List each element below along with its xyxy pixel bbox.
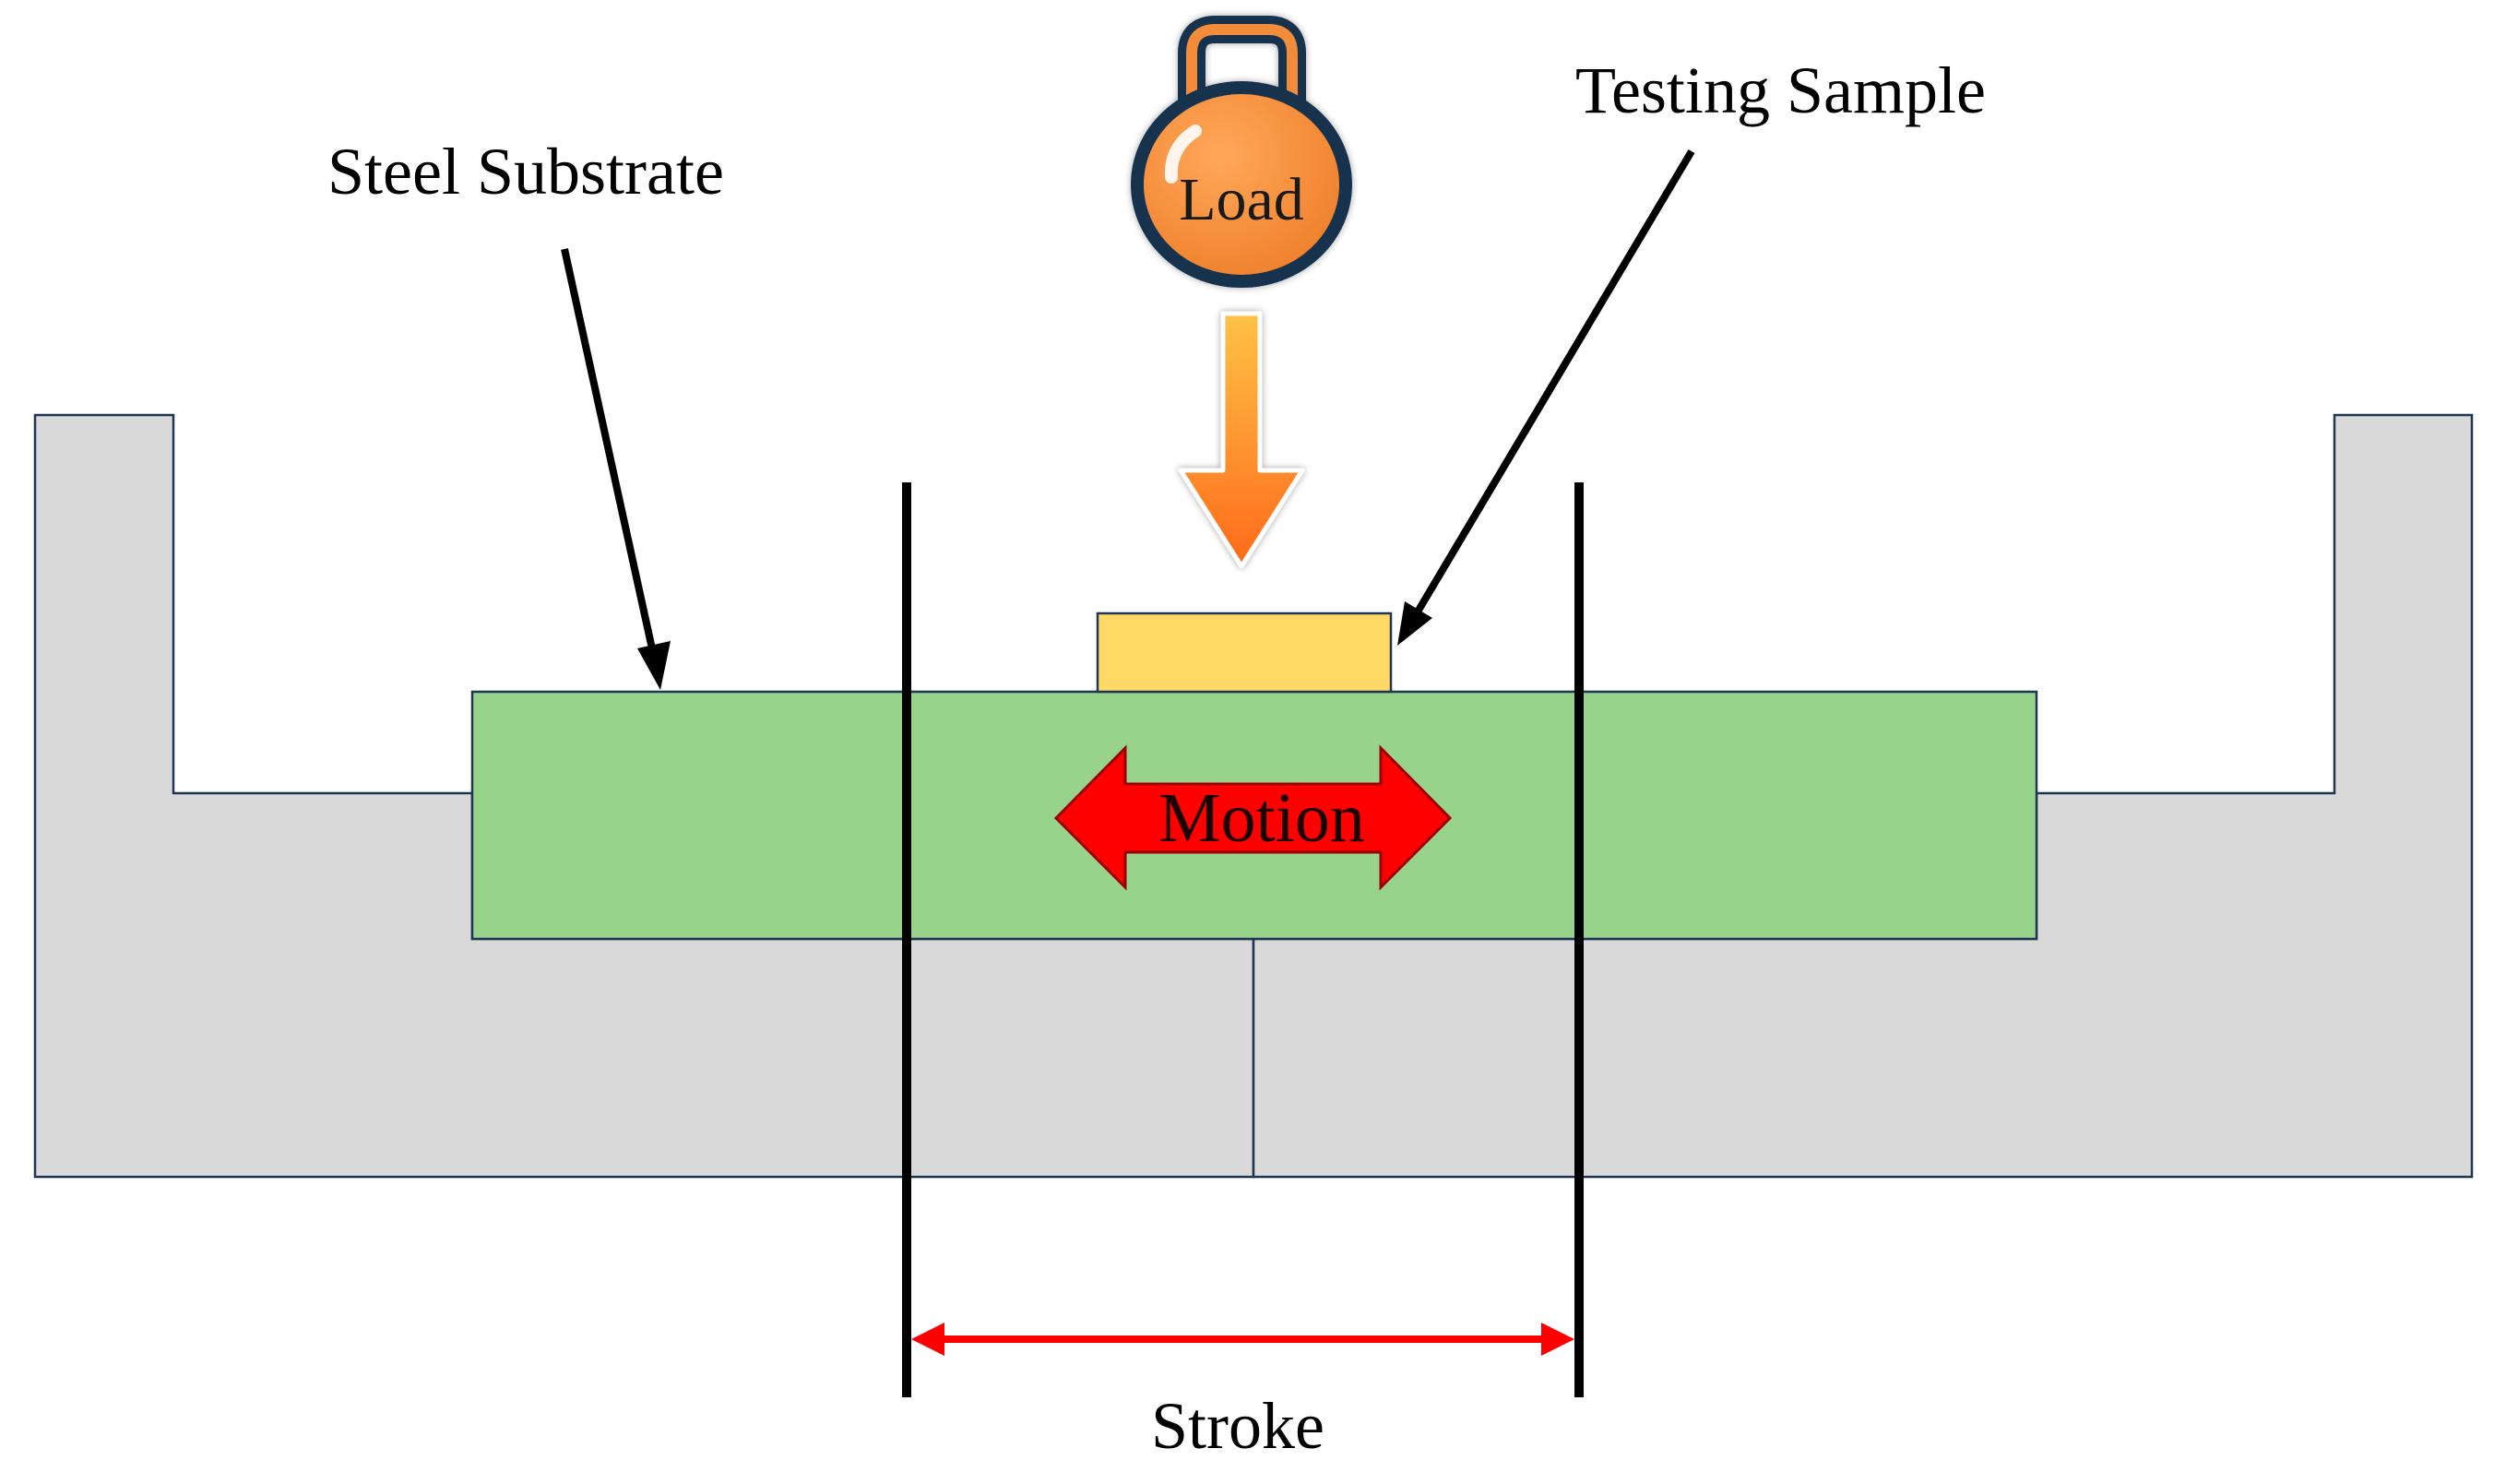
down-arrow-icon xyxy=(1178,311,1305,569)
testing-sample xyxy=(1096,611,1393,694)
load-label: Load xyxy=(1179,166,1304,233)
stroke-label: Stroke xyxy=(1151,1389,1324,1463)
testing-sample-leader xyxy=(1413,148,1695,616)
motion-label: Motion xyxy=(1158,779,1365,857)
stroke-arrowhead-left xyxy=(911,1323,944,1356)
testing-sample-label: Testing Sample xyxy=(1575,53,1986,127)
steel-substrate-arrowhead xyxy=(637,641,671,690)
testing-sample-arrowhead xyxy=(1397,601,1432,646)
steel-substrate-leader xyxy=(561,248,657,654)
kettlebell-icon xyxy=(1131,16,1352,288)
steel-substrate-label: Steel Substrate xyxy=(327,135,724,208)
stroke-arrowhead-right xyxy=(1541,1323,1574,1356)
double-headed-arrow-icon xyxy=(1053,744,1453,891)
